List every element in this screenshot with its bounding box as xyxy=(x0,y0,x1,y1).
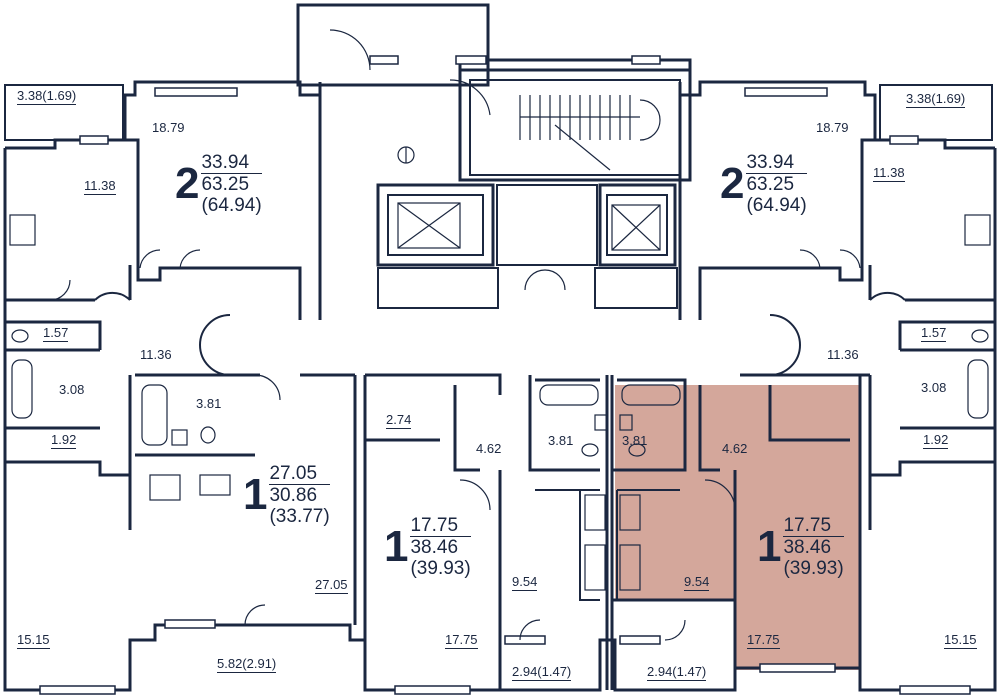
corridor-arches xyxy=(94,291,906,376)
room-area: 1.57 xyxy=(921,325,947,342)
room-count: 1 xyxy=(757,522,782,571)
living-area: 17.75 xyxy=(410,515,471,537)
room-area: 9.54 xyxy=(684,574,710,591)
interior-walls-right xyxy=(612,82,995,668)
full-area: (64.94) xyxy=(201,195,262,216)
room-area: 5.82(2.91) xyxy=(217,656,277,673)
room-count: 2 xyxy=(720,159,745,208)
total-area: 63.25 xyxy=(746,174,795,195)
room-area: 2.74 xyxy=(386,412,412,429)
elevator-shafts xyxy=(376,146,678,309)
fixtures xyxy=(9,214,991,591)
total-area: 30.86 xyxy=(269,485,318,506)
room-area: 2.94(1.47) xyxy=(647,664,707,681)
windows xyxy=(39,55,971,695)
room-area: 11.36 xyxy=(140,347,172,362)
living-area: 27.05 xyxy=(269,463,330,485)
room-area: 3.81 xyxy=(548,433,574,448)
total-area: 38.46 xyxy=(783,537,832,558)
room-area: 11.38 xyxy=(84,178,116,195)
room-count: 2 xyxy=(175,159,200,208)
interior-walls-left xyxy=(5,82,600,690)
room-count: 1 xyxy=(384,522,409,571)
room-area: 4.62 xyxy=(722,441,748,456)
room-area: 1.57 xyxy=(43,325,69,342)
room-area: 18.79 xyxy=(816,120,849,135)
room-area: 15.15 xyxy=(944,632,977,649)
room-area: 11.36 xyxy=(827,347,859,362)
room-area: 3.81 xyxy=(622,433,648,448)
living-area: 33.94 xyxy=(746,152,807,174)
apartment-label: 1 27.05 30.86 (33.77) xyxy=(243,463,330,527)
full-area: (39.93) xyxy=(410,558,471,579)
room-area: 17.75 xyxy=(445,632,478,649)
room-area: 15.15 xyxy=(17,632,50,649)
doors xyxy=(49,29,861,641)
room-area: 18.79 xyxy=(152,120,185,135)
room-area: 9.54 xyxy=(512,574,538,591)
room-area: 1.92 xyxy=(923,432,949,449)
room-count: 1 xyxy=(243,470,268,519)
apartment-label: 1 17.75 38.46 (39.93) xyxy=(384,515,471,579)
stair-core xyxy=(458,68,692,182)
room-area: 3.38(1.69) xyxy=(17,88,77,105)
room-area: 3.38(1.69) xyxy=(906,91,966,108)
total-area: 38.46 xyxy=(410,537,459,558)
room-area: 3.08 xyxy=(59,382,85,397)
living-area: 33.94 xyxy=(201,152,262,174)
apartment-label: 2 33.94 63.25 (64.94) xyxy=(175,152,262,216)
room-area: 2.94(1.47) xyxy=(512,664,572,681)
full-area: (64.94) xyxy=(746,195,807,216)
room-area: 17.75 xyxy=(747,632,780,649)
room-area: 3.08 xyxy=(921,380,947,395)
full-area: (39.93) xyxy=(783,558,844,579)
apartment-label: 1 17.75 38.46 (39.93) xyxy=(757,515,844,579)
room-area: 1.92 xyxy=(51,432,77,449)
apartment-label: 2 33.94 63.25 (64.94) xyxy=(720,152,807,216)
full-area: (33.77) xyxy=(269,506,330,527)
room-area: 4.62 xyxy=(476,441,502,456)
room-area: 3.81 xyxy=(196,396,222,411)
room-area: 11.38 xyxy=(873,165,905,182)
living-area: 17.75 xyxy=(783,515,844,537)
room-area: 27.05 xyxy=(315,577,348,594)
entrance-vestibule xyxy=(296,3,490,87)
total-area: 63.25 xyxy=(201,174,250,195)
